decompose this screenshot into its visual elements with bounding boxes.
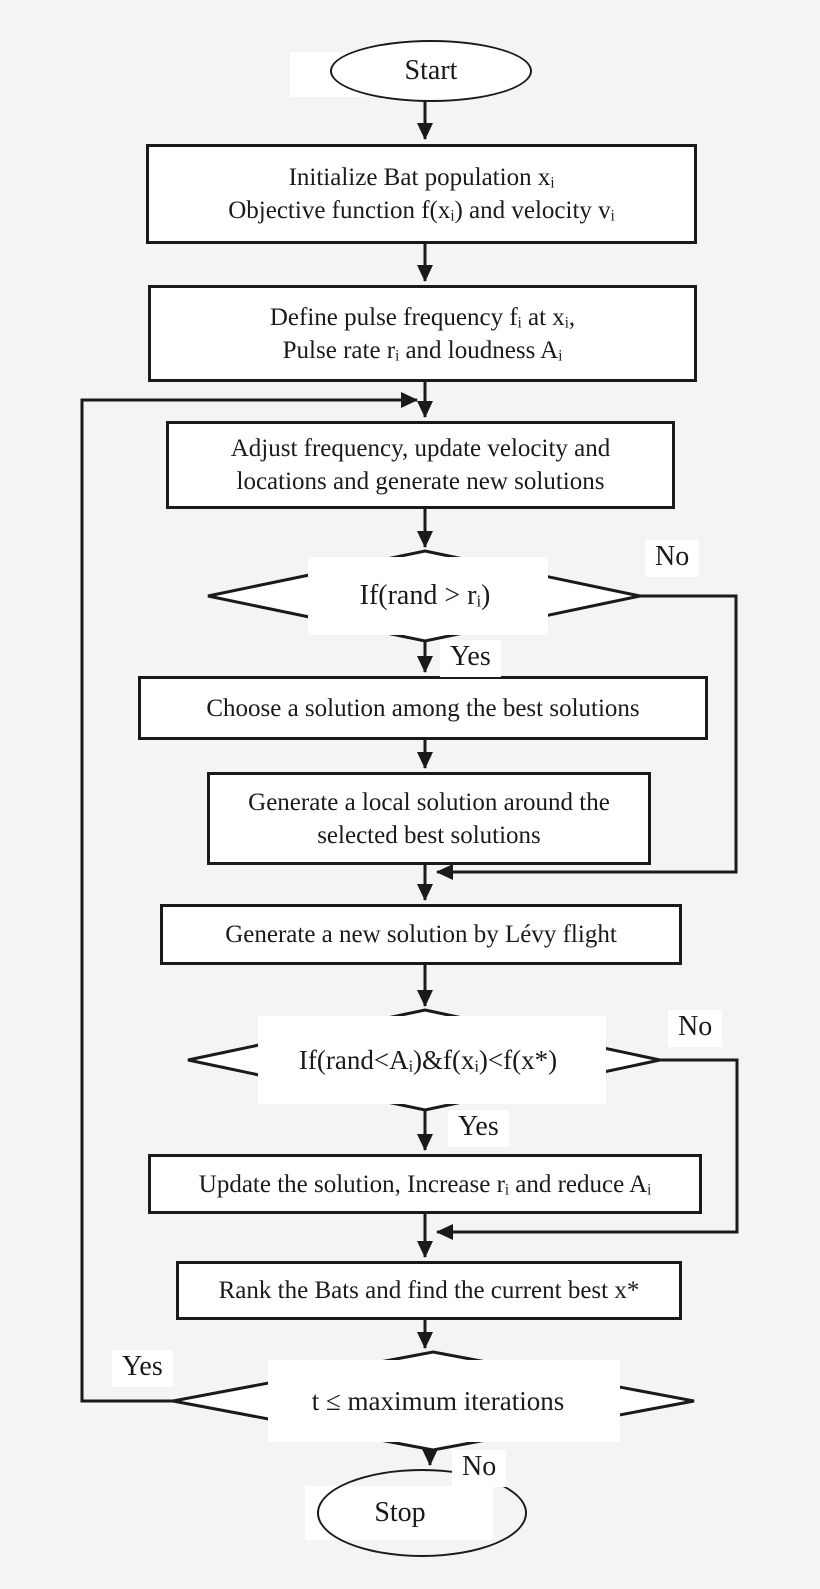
decision3-yes-label: Yes <box>112 1350 173 1387</box>
define-line-2: Pulse rate rᵢ and loudness Aᵢ <box>282 336 563 364</box>
update-line-1: Update the solution, Increase rᵢ and red… <box>198 1170 652 1198</box>
local-line-1: Generate a local solution around the <box>248 788 610 816</box>
node-update: Update the solution, Increase rᵢ and red… <box>148 1154 702 1214</box>
stop-label: Stop <box>374 1497 426 1528</box>
node-rank: Rank the Bats and find the current best … <box>176 1261 682 1320</box>
decision2-no-label: No <box>668 1010 723 1047</box>
adjust-line-2: locations and generate new solutions <box>236 468 605 495</box>
define-line-1: Define pulse frequency fᵢ at xᵢ, <box>269 303 576 331</box>
node-choose: Choose a solution among the best solutio… <box>138 676 708 740</box>
decision-loudness-label-patch <box>258 1016 606 1104</box>
decision2-yes-label: Yes <box>448 1110 509 1147</box>
node-stop <box>317 1469 527 1557</box>
initialize-line-2: Objective function f(xᵢ) and velocity vᵢ <box>228 197 615 224</box>
node-define: Define pulse frequency fᵢ at xᵢ, Pulse r… <box>148 285 697 382</box>
edge-decision1-no <box>436 594 738 880</box>
initialize-line-1: Initialize Bat population xᵢ <box>288 164 555 191</box>
edge-iterations-yes-loop <box>80 392 418 1403</box>
start-label: Start <box>404 55 458 86</box>
edge-decision2-no <box>436 1058 739 1240</box>
adjust-line-1: Adjust frequency, update velocity and <box>230 435 611 462</box>
decision-iterations-label-patch <box>268 1360 620 1442</box>
decision-pulse-label: If(rand > rᵢ) <box>359 580 491 611</box>
decision-loudness-label: If(rand<Aᵢ)&f(xᵢ)<f(x*) <box>298 1044 558 1075</box>
rank-line-1: Rank the Bats and find the current best … <box>218 1277 640 1304</box>
decision1-yes-label: Yes <box>440 640 501 677</box>
node-initialize: Initialize Bat population xᵢ Objective f… <box>146 144 697 244</box>
node-levy: Generate a new solution by Lévy flight <box>160 904 682 965</box>
node-adjust: Adjust frequency, update velocity and lo… <box>166 421 675 509</box>
node-local: Generate a local solution around the sel… <box>207 772 651 865</box>
decision-iterations-label: t ≤ maximum iterations <box>311 1385 565 1416</box>
choose-line-1: Choose a solution among the best solutio… <box>206 694 640 722</box>
levy-line-1: Generate a new solution by Lévy flight <box>225 921 617 948</box>
decision-pulse-label-patch <box>308 557 548 635</box>
decision1-no-label: No <box>645 540 700 577</box>
node-start: Start <box>330 40 532 102</box>
decision3-no-label: No <box>452 1450 507 1487</box>
local-line-2: selected best solutions <box>317 821 541 849</box>
